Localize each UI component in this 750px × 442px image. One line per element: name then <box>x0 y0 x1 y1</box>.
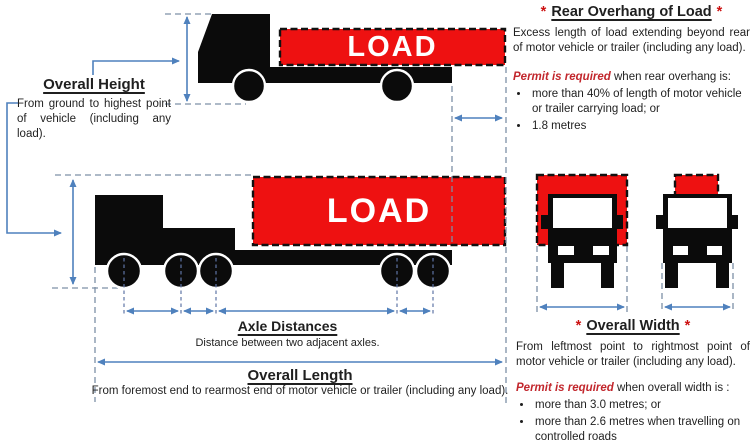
windshield <box>668 198 727 228</box>
windshield <box>553 198 612 228</box>
asterisk-marker: * <box>684 318 691 334</box>
rear-overhang-description: Excess length of load extending beyond r… <box>513 26 750 54</box>
front-view-truck-wide-load <box>535 173 629 288</box>
overall-height-description: From ground to highest point of vehicle … <box>17 98 171 141</box>
headlight <box>593 246 609 255</box>
height-label-pointer-bottom <box>6 102 62 237</box>
mirror <box>615 215 623 229</box>
headlight <box>673 246 688 255</box>
headlight <box>558 246 574 255</box>
wheel <box>665 263 678 288</box>
bullet-item: more than 40% of length of motor vehicle… <box>530 87 750 117</box>
permit-condition-text: when overall width is : <box>613 381 730 394</box>
asterisk-marker: * <box>716 4 723 20</box>
front-view-truck-narrow-load <box>656 173 738 288</box>
permit-condition-text: when rear overhang is: <box>610 70 731 83</box>
overall-width-description: From leftmost point to rightmost point o… <box>516 340 750 368</box>
rear-overhang-section: *Rear Overhang of Load* Excess length of… <box>513 3 750 135</box>
mirror <box>730 215 738 229</box>
wheel <box>551 263 564 288</box>
rigid-truck-body <box>198 14 452 83</box>
bullet-item: 1.8 metres <box>530 119 750 134</box>
narrow-load-box <box>673 173 720 198</box>
height-label-pointer-top <box>92 57 180 75</box>
rear-overhang-permit-line: Permit is required when rear overhang is… <box>513 70 750 85</box>
rear-overhang-bullet-list: more than 40% of length of motor vehicle… <box>513 87 750 134</box>
mirror <box>541 215 549 229</box>
load-label-rigid: LOAD <box>347 30 438 63</box>
bullet-item: more than 3.0 metres; or <box>533 398 750 413</box>
side-view-rigid-truck <box>198 14 452 104</box>
wheel <box>601 263 614 288</box>
asterisk-marker: * <box>575 318 582 334</box>
rear-overhang-title: *Rear Overhang of Load* <box>513 3 750 22</box>
wheel <box>716 263 729 288</box>
load-label-trailer: LOAD <box>326 191 432 230</box>
axle-distances-description: Distance between two adjacent axles. <box>195 337 380 349</box>
wheel <box>379 68 415 104</box>
overall-width-bullet-list: more than 3.0 metres; or more than 2.6 m… <box>516 398 750 442</box>
overall-width-permit-line: Permit is required when overall width is… <box>516 381 750 396</box>
overall-width-title: *Overall Width* <box>516 317 750 336</box>
mirror <box>656 215 664 229</box>
overall-length-title: Overall Length <box>247 367 353 384</box>
permit-required-label: Permit is required <box>513 70 611 83</box>
rear-overhang-title-text: Rear Overhang of Load <box>551 4 712 20</box>
trailer-truck-body <box>95 195 452 265</box>
overall-length-description: From foremost end to rearmost end of mot… <box>91 385 509 397</box>
overall-height-title: Overall Height <box>43 76 145 93</box>
headlight <box>707 246 722 255</box>
load-box-rigid-truck <box>278 27 507 67</box>
wheel <box>231 68 267 104</box>
load-box-trailer-truck <box>251 175 507 247</box>
permit-required-label: Permit is required <box>516 381 614 394</box>
asterisk-marker: * <box>540 4 547 20</box>
axle-distances-title: Axle Distances <box>237 318 338 334</box>
overall-width-section: *Overall Width* From leftmost point to r… <box>516 317 750 442</box>
overall-width-title-text: Overall Width <box>586 318 680 334</box>
bullet-item: more than 2.6 metres when travelling on … <box>533 415 750 442</box>
